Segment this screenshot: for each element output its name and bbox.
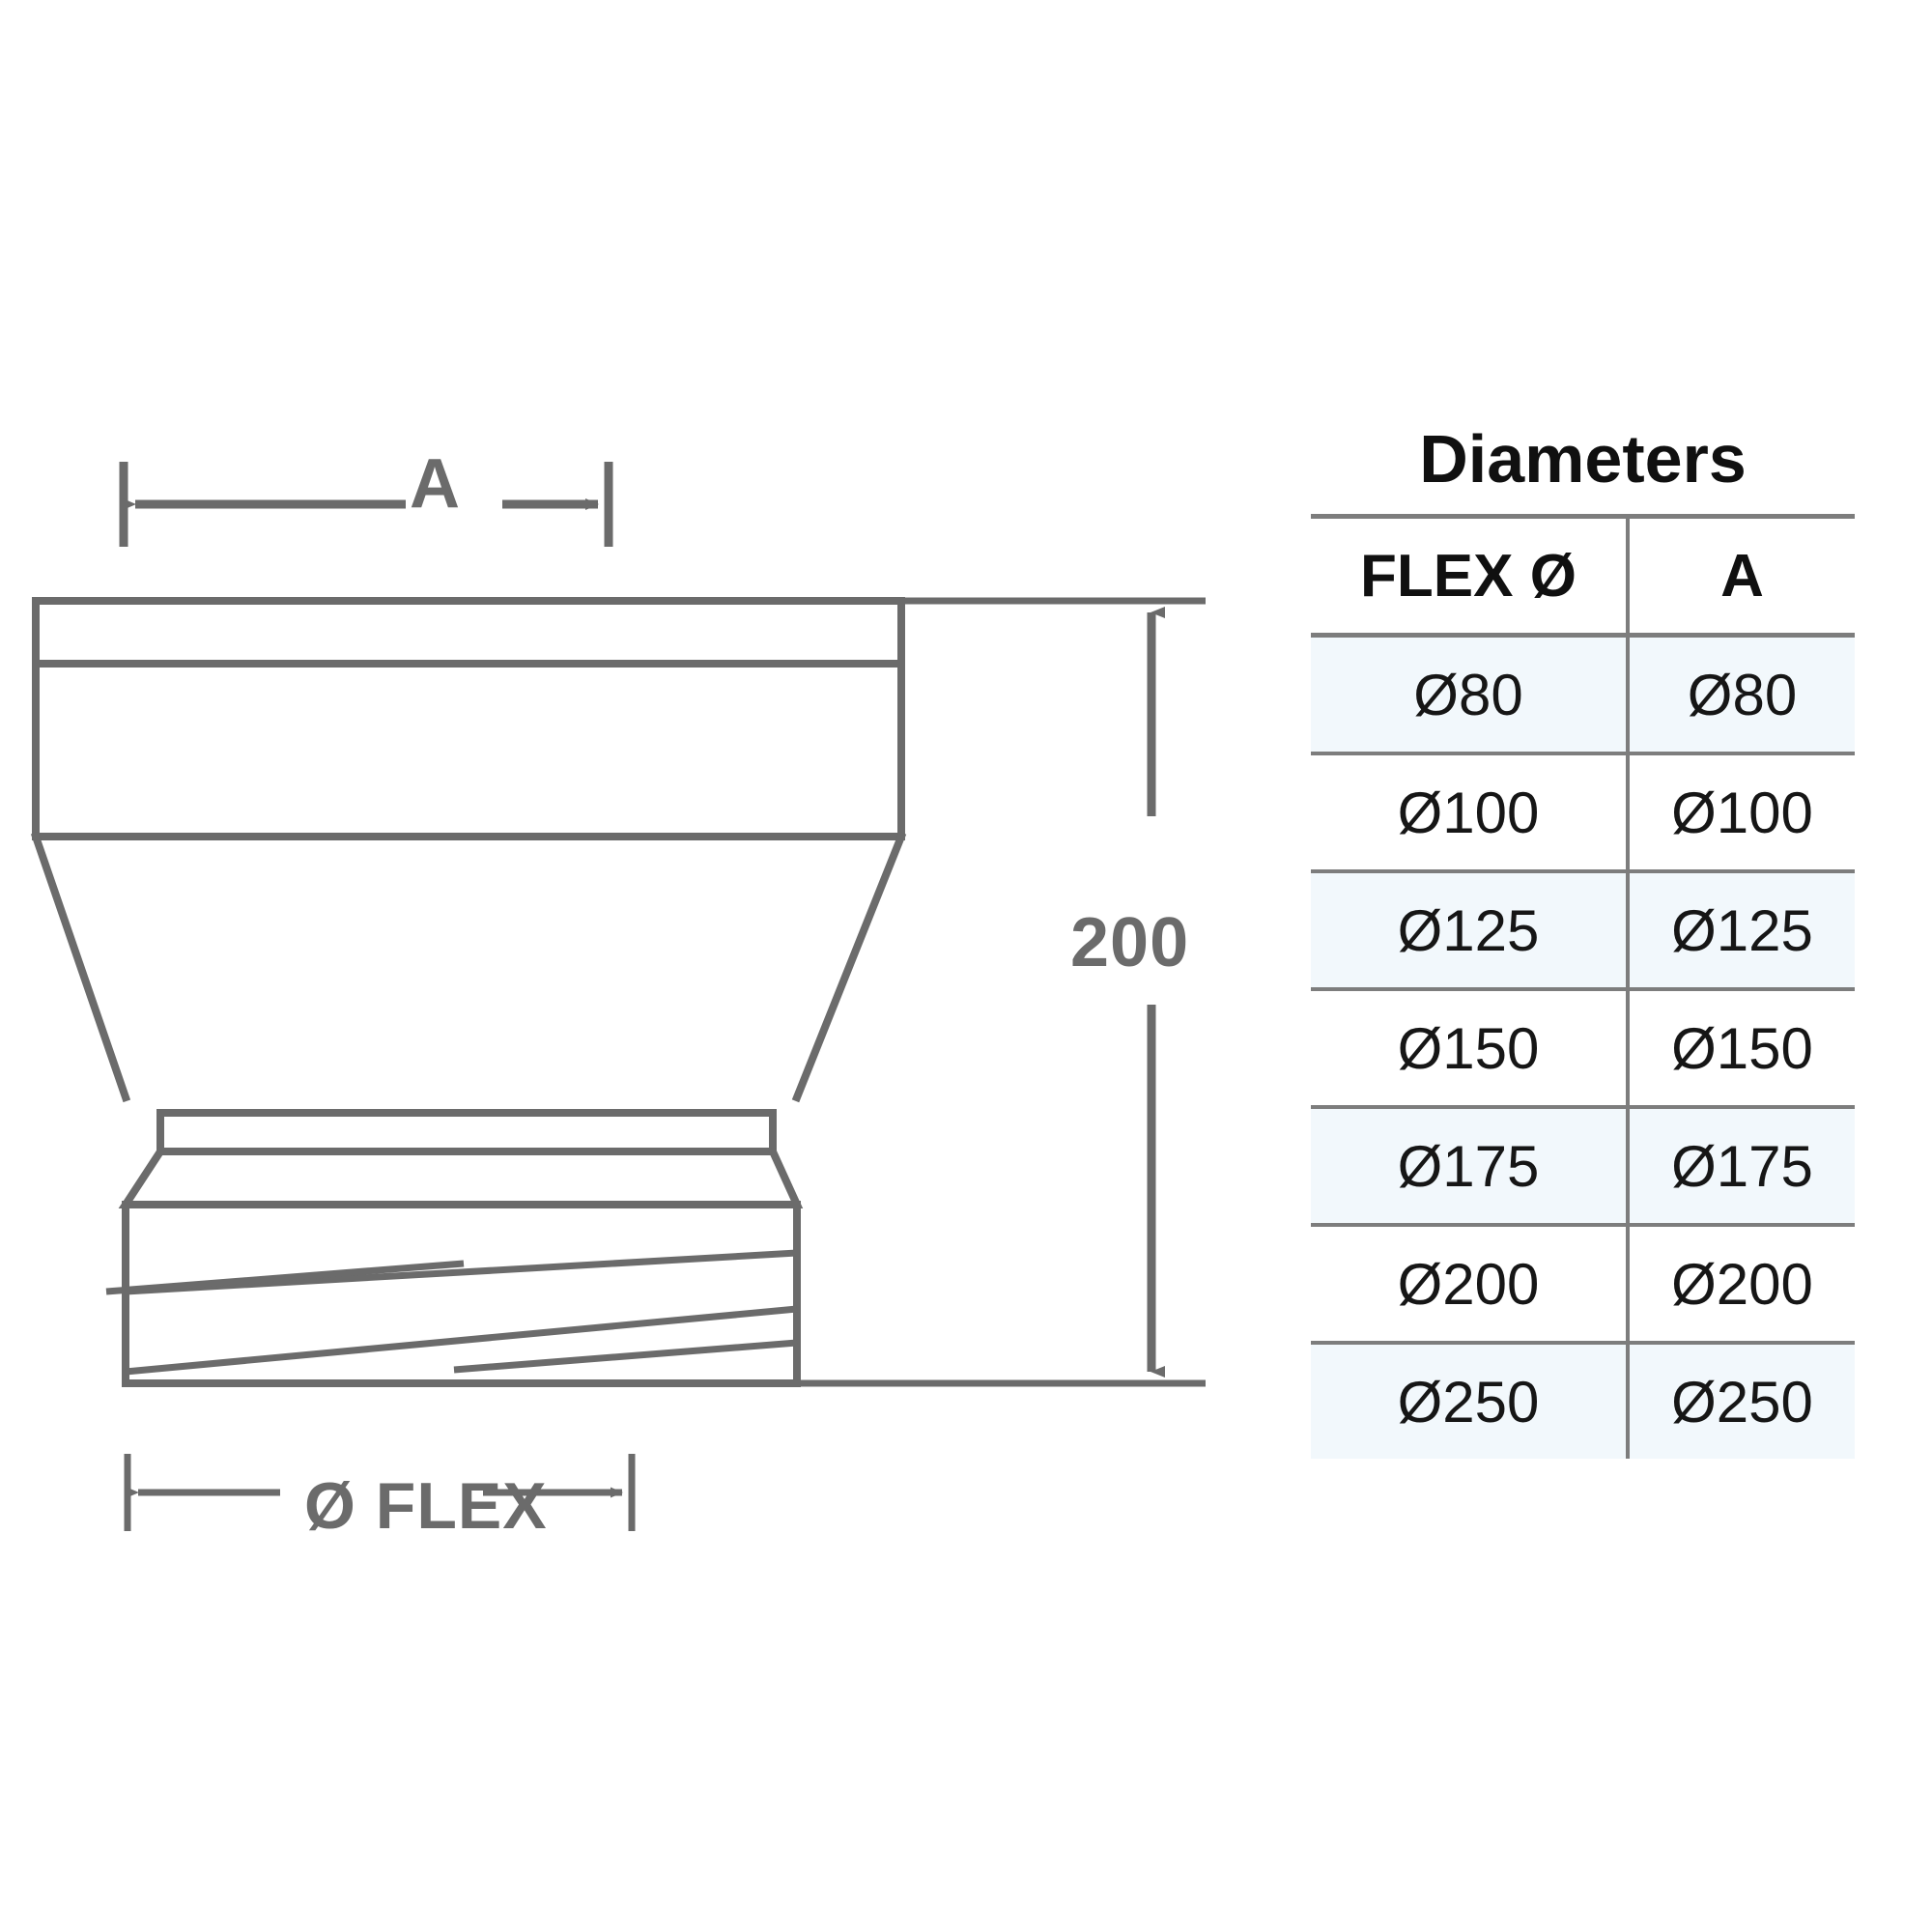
cell-flex-diameter: Ø150 bbox=[1311, 989, 1630, 1109]
cell-flex-diameter: Ø200 bbox=[1311, 1225, 1630, 1345]
column-header-a: A bbox=[1628, 514, 1855, 638]
cell-a: Ø175 bbox=[1628, 1107, 1855, 1227]
table-row: Ø175 Ø175 bbox=[1311, 1107, 1855, 1227]
flex-collar bbox=[118, 1109, 804, 1208]
diameters-table-title: Diameters bbox=[1419, 421, 1747, 497]
cell-flex-diameter: Ø80 bbox=[1311, 635, 1630, 755]
table-row: Ø200 Ø200 bbox=[1311, 1225, 1855, 1345]
dimension-height bbox=[703, 597, 1206, 1387]
reducer-body-outline bbox=[30, 597, 907, 1103]
cell-a: Ø100 bbox=[1628, 753, 1855, 873]
table-row: Ø250 Ø250 bbox=[1311, 1343, 1855, 1459]
technical-drawing: A Ø FLEX 200 bbox=[30, 445, 1206, 1543]
cell-a: Ø125 bbox=[1628, 871, 1855, 991]
table-row: Ø100 Ø100 bbox=[1311, 753, 1855, 873]
cell-a: Ø250 bbox=[1628, 1343, 1855, 1459]
diameters-table: FLEX Ø A Ø80 Ø80 Ø100 Ø100 Ø125 Ø125 bbox=[1311, 514, 1855, 1459]
cell-a: Ø80 bbox=[1628, 635, 1855, 755]
table-row: Ø125 Ø125 bbox=[1311, 871, 1855, 991]
cell-a: Ø200 bbox=[1628, 1225, 1855, 1345]
flex-tube bbox=[122, 1201, 801, 1387]
dimension-a-label: A bbox=[410, 445, 460, 523]
cell-a: Ø150 bbox=[1628, 989, 1855, 1109]
table-header-row: FLEX Ø A bbox=[1311, 514, 1855, 638]
flex-helix-lines bbox=[105, 1249, 798, 1376]
dimension-height-label: 200 bbox=[1070, 904, 1190, 981]
cell-flex-diameter: Ø125 bbox=[1311, 871, 1630, 991]
dimension-flex-label: Ø FLEX bbox=[304, 1469, 548, 1543]
cell-flex-diameter: Ø100 bbox=[1311, 753, 1630, 873]
table-row: Ø150 Ø150 bbox=[1311, 989, 1855, 1109]
cell-flex-diameter: Ø175 bbox=[1311, 1107, 1630, 1227]
cell-flex-diameter: Ø250 bbox=[1311, 1343, 1630, 1459]
dimension-a bbox=[119, 462, 613, 547]
table-row: Ø80 Ø80 bbox=[1311, 635, 1855, 755]
dimension-flex bbox=[124, 1454, 636, 1531]
column-header-flex-diameter: FLEX Ø bbox=[1311, 514, 1630, 638]
diameters-table-block: Diameters FLEX Ø A Ø80 Ø80 Ø100 Ø100 bbox=[1311, 425, 1855, 1459]
